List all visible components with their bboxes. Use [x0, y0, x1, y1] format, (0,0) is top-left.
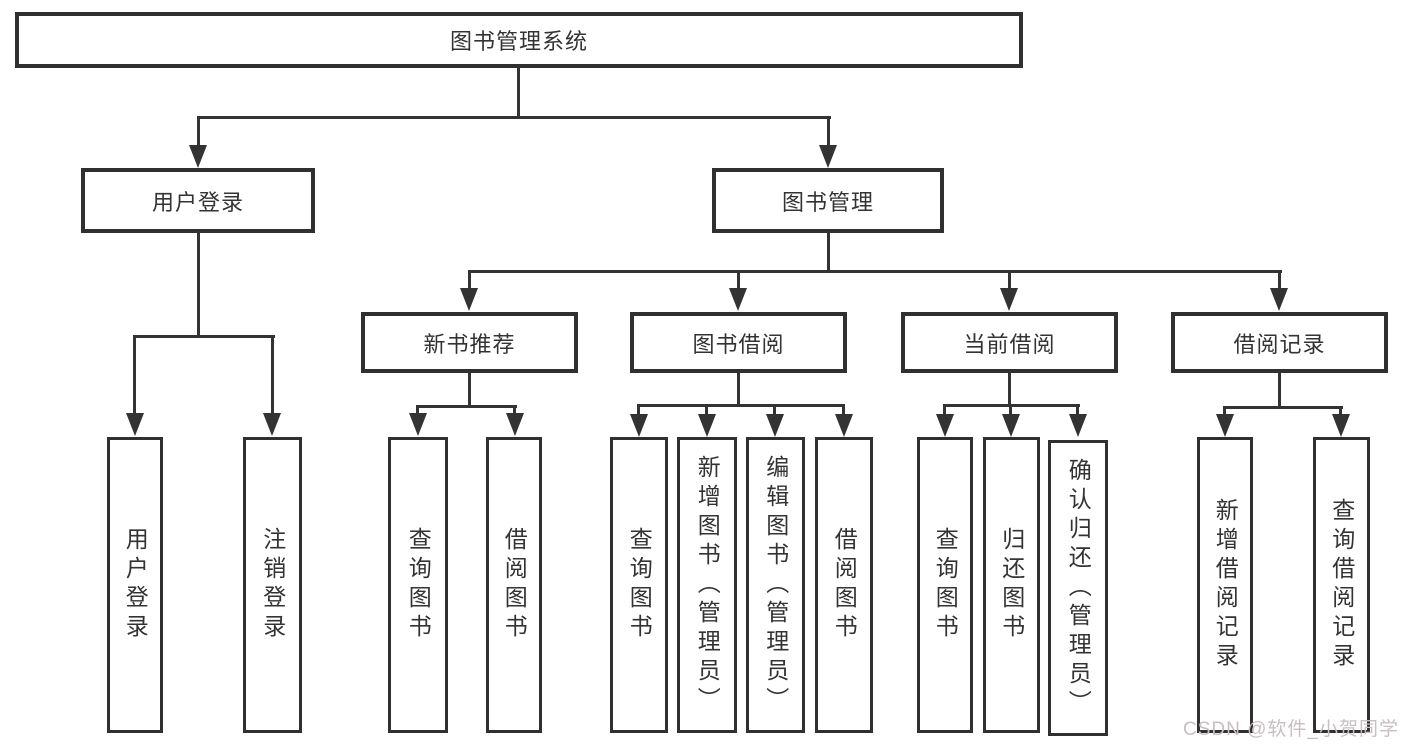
arrow-down-icon	[766, 414, 784, 437]
arrow-down-icon	[409, 413, 427, 436]
branch-box-book-management: 图书管理	[712, 168, 944, 233]
branch-label: 用户登录	[151, 189, 244, 215]
group-label: 图书借阅	[692, 331, 785, 357]
arrow-down-icon	[460, 288, 478, 311]
arrow-down-icon	[1332, 414, 1350, 437]
arrow-down-icon	[819, 145, 837, 168]
leaf-label: 确认归还（管理员）	[1065, 457, 1092, 719]
leaf-label: 借阅图书	[831, 527, 858, 643]
leaf-label: 归还图书	[998, 527, 1025, 643]
arrow-down-icon	[189, 145, 207, 168]
leaf-query-books-recommend: 查询图书	[388, 437, 448, 733]
branch-box-user-login: 用户登录	[81, 168, 315, 233]
connector-line	[1008, 270, 1011, 290]
connector-line	[737, 371, 740, 407]
root-label: 图书管理系统	[449, 29, 588, 54]
leaf-borrow-books: 借阅图书	[815, 437, 873, 733]
leaf-label: 查询借阅记录	[1328, 498, 1355, 672]
connector-line	[943, 404, 946, 416]
connector-line	[1008, 371, 1011, 407]
arrow-down-icon	[630, 414, 648, 437]
connector-line	[1223, 406, 1226, 416]
connector-line	[737, 270, 740, 290]
group-box-current-borrow: 当前借阅	[901, 312, 1118, 373]
leaf-label: 新增借阅记录	[1212, 498, 1239, 672]
connector-line	[468, 270, 1282, 273]
leaf-logout: 注销登录	[243, 437, 302, 733]
connector-line	[842, 404, 845, 416]
leaf-label: 新增图书（管理员）	[694, 454, 721, 716]
connector-line	[468, 270, 471, 290]
arrow-down-icon	[698, 414, 716, 437]
connector-line	[637, 404, 845, 407]
connector-line	[705, 404, 708, 416]
leaf-label: 用户登录	[122, 527, 149, 643]
connector-line	[1223, 406, 1343, 409]
connector-line	[416, 405, 419, 416]
arrow-down-icon	[1002, 414, 1020, 437]
group-label: 借阅记录	[1233, 331, 1326, 357]
leaf-query-borrow-record: 查询借阅记录	[1313, 437, 1370, 733]
root-box: 图书管理系统	[15, 12, 1023, 68]
csdn-watermark: CSDN @软件_小贺同学	[1183, 719, 1399, 740]
leaf-label: 借阅图书	[501, 527, 528, 643]
connector-line	[773, 404, 776, 416]
leaf-borrow-books-recommend: 借阅图书	[486, 437, 542, 733]
connector-line	[1278, 371, 1281, 409]
leaf-label: 查询图书	[405, 527, 432, 643]
arrow-down-icon	[835, 414, 853, 437]
arrow-down-icon	[1069, 414, 1087, 437]
connector-line	[468, 371, 471, 408]
group-box-borrow-records: 借阅记录	[1171, 312, 1388, 373]
connector-line	[1339, 406, 1342, 416]
connector-line	[1278, 270, 1281, 290]
leaf-label: 编辑图书（管理员）	[762, 454, 789, 716]
connector-line	[513, 405, 516, 416]
connector-line	[197, 231, 200, 338]
connector-line	[517, 66, 520, 119]
arrow-down-icon	[936, 414, 954, 437]
arrow-down-icon	[506, 413, 524, 436]
leaf-query-books-borrow: 查询图书	[610, 437, 668, 733]
connector-line	[827, 116, 830, 146]
group-label: 当前借阅	[963, 331, 1056, 357]
arrow-down-icon	[263, 413, 281, 436]
connector-line	[637, 404, 640, 416]
arrow-down-icon	[126, 413, 144, 436]
leaf-label: 注销登录	[259, 527, 286, 643]
branch-label: 图书管理	[781, 189, 874, 215]
connector-line	[133, 335, 275, 338]
leaf-edit-books-admin: 编辑图书（管理员）	[746, 437, 805, 733]
connector-line	[1076, 404, 1079, 416]
group-label: 新书推荐	[423, 331, 516, 357]
leaf-add-borrow-record: 新增借阅记录	[1197, 437, 1253, 733]
group-box-new-book-recommend: 新书推荐	[361, 312, 578, 373]
group-box-book-borrow: 图书借阅	[630, 312, 847, 373]
leaf-user-login: 用户登录	[107, 437, 163, 733]
connector-line	[197, 116, 200, 146]
connector-line	[1009, 404, 1012, 416]
arrow-down-icon	[1216, 414, 1234, 437]
connector-line	[133, 335, 136, 414]
connector-line	[271, 335, 274, 414]
leaf-label: 查询图书	[932, 527, 959, 643]
leaf-add-books-admin: 新增图书（管理员）	[677, 437, 737, 733]
leaf-label: 查询图书	[626, 527, 653, 643]
connector-line	[827, 231, 830, 273]
leaf-query-books-current: 查询图书	[917, 437, 973, 733]
arrow-down-icon	[729, 288, 747, 311]
connector-line	[416, 405, 517, 408]
connector-line	[197, 116, 831, 119]
arrow-down-icon	[1000, 288, 1018, 311]
arrow-down-icon	[1270, 288, 1288, 311]
leaf-return-books: 归还图书	[983, 437, 1040, 733]
leaf-confirm-return-admin: 确认归还（管理员）	[1048, 440, 1108, 736]
